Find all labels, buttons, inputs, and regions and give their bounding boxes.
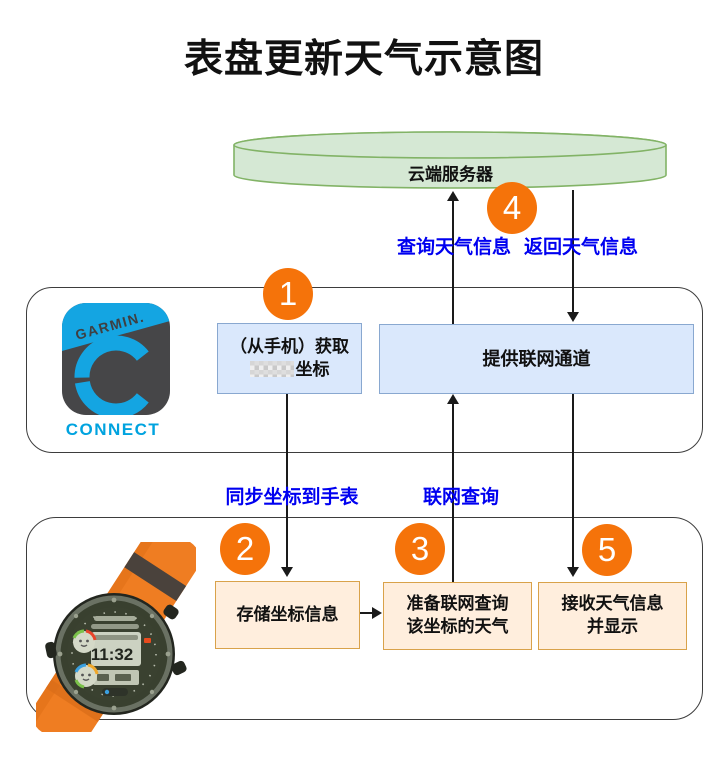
step-badge-1: 1 <box>263 268 313 320</box>
arrow-store-prepare-line <box>358 612 372 614</box>
garmin-connect-app-icon: GARMIN. <box>62 303 170 415</box>
box-prepare-query-line1: 准备联网查询 <box>406 594 509 614</box>
box-get-coordinates-line1: （从手机）获取 <box>230 336 349 356</box>
arrow-sync-line <box>286 392 288 567</box>
cloud-server-cylinder <box>233 131 667 189</box>
box-prepare-query-line2: 该坐标的天气 <box>406 617 509 636</box>
step-badge-2: 2 <box>220 523 270 575</box>
box-prepare-query: 准备联网查询 该坐标的天气 <box>383 582 532 650</box>
watch-gauge-top <box>73 631 95 653</box>
connect-c-logo <box>74 335 149 378</box>
box-receive-weather-line1: 接收天气信息 <box>561 594 664 614</box>
arrow-receive-head-icon <box>567 567 579 577</box>
label-sync-coords: 同步坐标到手表 <box>225 487 359 508</box>
watch-time: 11:32 <box>91 645 134 664</box>
label-net-query: 联网查询 <box>422 487 499 508</box>
arrow-query-head-icon <box>447 191 459 201</box>
arrow-query-line <box>452 200 454 324</box>
box-get-coordinates: （从手机）获取 坐标 <box>217 323 362 394</box>
box-receive-weather-line2: 并显示 <box>587 617 638 636</box>
label-query-weather: 查询天气信息 <box>396 237 511 258</box>
garmin-watch-photo: 11:32 <box>36 542 196 732</box>
arrow-sync-head-icon <box>281 567 293 577</box>
cloud-server-label: 云端服务器 <box>408 165 493 184</box>
box-receive-weather: 接收天气信息 并显示 <box>538 582 687 650</box>
step-badge-3: 3 <box>395 523 445 575</box>
box-get-coordinates-line2-text: 坐标 <box>295 359 330 379</box>
watch-gauge-bottom <box>75 665 97 687</box>
step-badge-4: 4 <box>487 182 537 234</box>
arrow-store-prepare-head-icon <box>372 607 382 619</box>
arrow-return-line <box>572 190 574 312</box>
page-title: 表盘更新天气示意图 <box>183 38 544 81</box>
arrow-netquery-line <box>452 404 454 582</box>
arrow-return-head-icon <box>567 312 579 322</box>
arrow-netquery-head-icon <box>447 394 459 404</box>
arrow-receive-line <box>572 392 574 567</box>
watch-buttons <box>45 604 187 676</box>
redacted-mosaic <box>249 360 294 377</box>
watch-bezel-screws <box>57 597 171 711</box>
label-return-weather: 返回天气信息 <box>523 237 638 258</box>
connect-app-name: CONNECT <box>65 420 161 439</box>
box-get-coordinates-line2: 坐标 <box>249 359 330 382</box>
watch-time-panel <box>91 632 141 666</box>
box-network-channel: 提供联网通道 <box>379 324 694 394</box>
garmin-blue-band <box>62 303 170 351</box>
box-store-coordinates: 存储坐标信息 <box>215 581 360 649</box>
step-badge-5: 5 <box>582 524 632 576</box>
